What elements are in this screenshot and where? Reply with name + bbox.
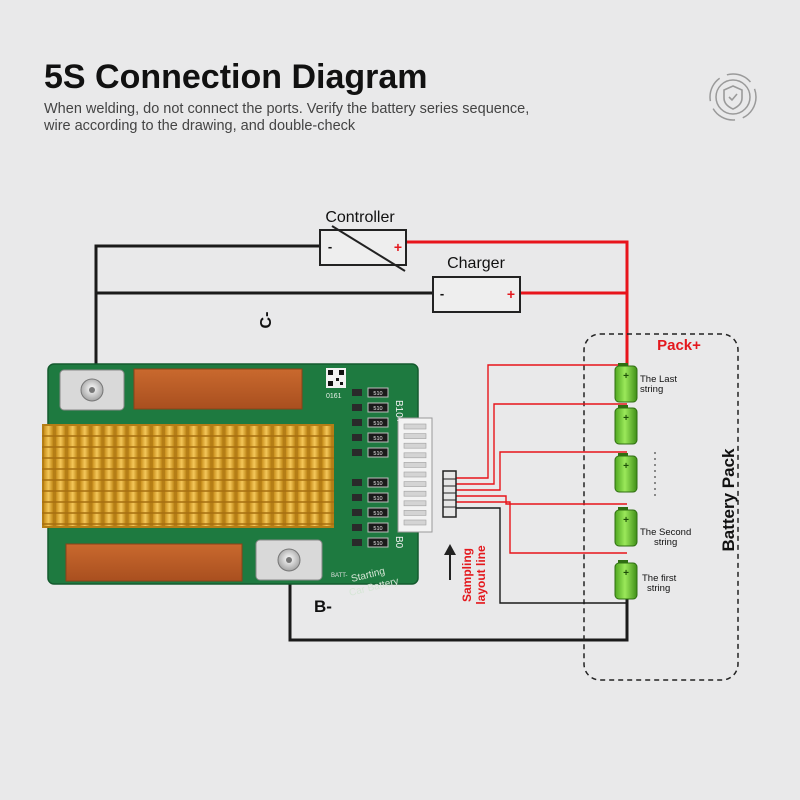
subtitle-line-1: When welding, do not connect the ports. … — [44, 101, 530, 117]
svg-text:510: 510 — [373, 511, 382, 517]
controller-negative-sign: - — [328, 239, 332, 254]
svg-text:510: 510 — [373, 451, 382, 457]
svg-text:510: 510 — [373, 526, 382, 532]
controller-negative-wire — [94, 244, 320, 364]
battery-cell-2: + — [614, 507, 638, 547]
charger-box: Charger - + — [432, 255, 521, 313]
controller-positive-sign: + — [394, 239, 402, 255]
charger-negative-sign: - — [440, 286, 444, 301]
negative-wires — [94, 244, 629, 642]
port-b0-label: B0 — [393, 536, 404, 549]
svg-text:510: 510 — [373, 436, 382, 442]
svg-text:510: 510 — [373, 541, 382, 547]
positive-wires — [406, 240, 629, 367]
resistor: 510 — [367, 507, 389, 518]
resistor: 510 — [367, 537, 389, 548]
terminal-b-minus — [255, 539, 323, 581]
svg-text:+: + — [623, 371, 629, 382]
battery-pack-label: Battery Pack — [719, 448, 738, 552]
charger-label: Charger — [447, 255, 505, 272]
svg-text:510: 510 — [373, 496, 382, 502]
resistor-array: 510 510 510 510 510 510 510 510 510 510 — [352, 387, 389, 548]
resistor: 510 — [367, 387, 389, 398]
resistor: 510 — [367, 477, 389, 488]
cell-last-label-2: string — [640, 384, 663, 395]
bms-board: 0161 510 510 510 510 510 510 510 510 510 510 B10+… — [42, 363, 433, 599]
terminal-top-left — [59, 369, 125, 411]
svg-text:+: + — [623, 461, 629, 472]
cell-second-label-2: string — [654, 537, 677, 548]
controller-box: Controller - + — [319, 209, 407, 272]
port-b10-label: B10+ — [393, 400, 404, 424]
battery-cell-4: + — [614, 405, 638, 445]
cell-first-label-1: The first — [642, 573, 677, 584]
battery-cell-1: + — [614, 560, 638, 600]
sampling-wires — [455, 364, 627, 604]
page-title: 5S Connection Diagram — [44, 58, 428, 96]
controller-positive-wire — [406, 240, 629, 367]
svg-text:510: 510 — [373, 406, 382, 412]
board-code: 0161 — [326, 393, 342, 400]
b-minus-wire — [288, 580, 629, 642]
resistor: 510 — [367, 522, 389, 533]
svg-text:+: + — [623, 515, 629, 526]
pack-plus-label: Pack+ — [657, 337, 701, 354]
resistor: 510 — [367, 432, 389, 443]
copper-pad-bottom — [65, 543, 243, 582]
svg-text:510: 510 — [373, 481, 382, 487]
sampling-label-line-1: Sampling — [460, 548, 474, 602]
sampling-label-line-2: layout line — [474, 545, 488, 605]
copper-pad-top — [133, 368, 303, 410]
battery-cell-5: + — [614, 363, 638, 403]
battery-cell-3: + — [614, 453, 638, 493]
svg-text:510: 510 — [373, 421, 382, 427]
c-terminal-label: C- — [258, 312, 275, 329]
svg-text:510: 510 — [373, 391, 382, 397]
board-connector — [397, 417, 433, 533]
shield-check-icon — [709, 73, 757, 121]
resistor: 510 — [367, 447, 389, 458]
svg-text:+: + — [623, 568, 629, 579]
page-subtitle: When welding, do not connect the ports. … — [44, 101, 529, 135]
resistor: 510 — [367, 402, 389, 413]
resistor: 510 — [367, 417, 389, 428]
board-batt-label: BATT- — [331, 573, 348, 579]
subtitle-line-2: wire according to the drawing, and doubl… — [44, 118, 356, 134]
sampling-connector — [442, 470, 457, 518]
cell-first-label-2: string — [647, 583, 670, 594]
heatsink — [42, 424, 334, 528]
svg-text:+: + — [623, 413, 629, 424]
cell-last-label-1: The Last — [640, 374, 677, 385]
controller-label: Controller — [325, 209, 395, 226]
b-terminal-label: B- — [314, 597, 332, 616]
resistor: 510 — [367, 492, 389, 503]
battery-cells: + + + + + — [614, 363, 656, 600]
qr-code — [326, 368, 346, 388]
charger-positive-sign: + — [507, 286, 515, 302]
up-arrow-icon — [444, 544, 456, 580]
cell-second-label-1: The Second — [640, 527, 691, 538]
